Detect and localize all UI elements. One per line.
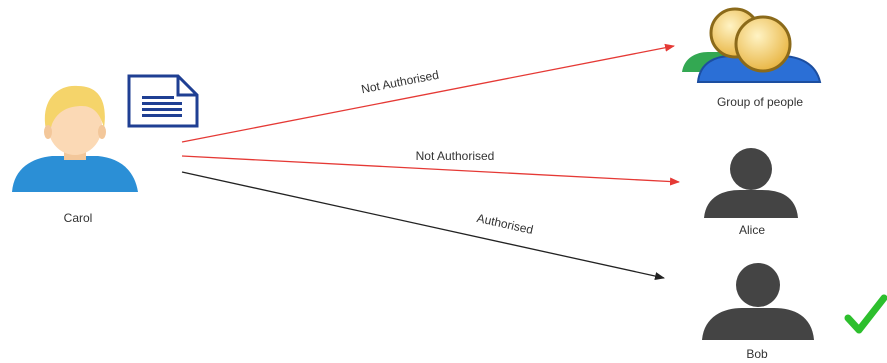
arrow-to-bob — [181, 171, 665, 280]
carol-avatar-icon — [12, 85, 138, 192]
alice-avatar-icon — [704, 148, 798, 218]
bob-label: Bob — [746, 347, 768, 361]
arrow-to-alice — [181, 155, 680, 186]
group-label: Group of people — [717, 95, 803, 109]
edge-label-alice: Not Authorised — [416, 149, 495, 163]
group-icon — [682, 7, 822, 83]
alice-label: Alice — [739, 223, 765, 237]
document-icon — [127, 74, 199, 128]
bob-avatar-icon — [702, 263, 814, 340]
arrow-to-group — [181, 43, 675, 143]
checkmark-icon — [844, 294, 887, 334]
edge-label-bob: Authorised — [475, 211, 534, 237]
edge-label-group: Not Authorised — [360, 68, 440, 97]
carol-label: Carol — [64, 211, 93, 225]
